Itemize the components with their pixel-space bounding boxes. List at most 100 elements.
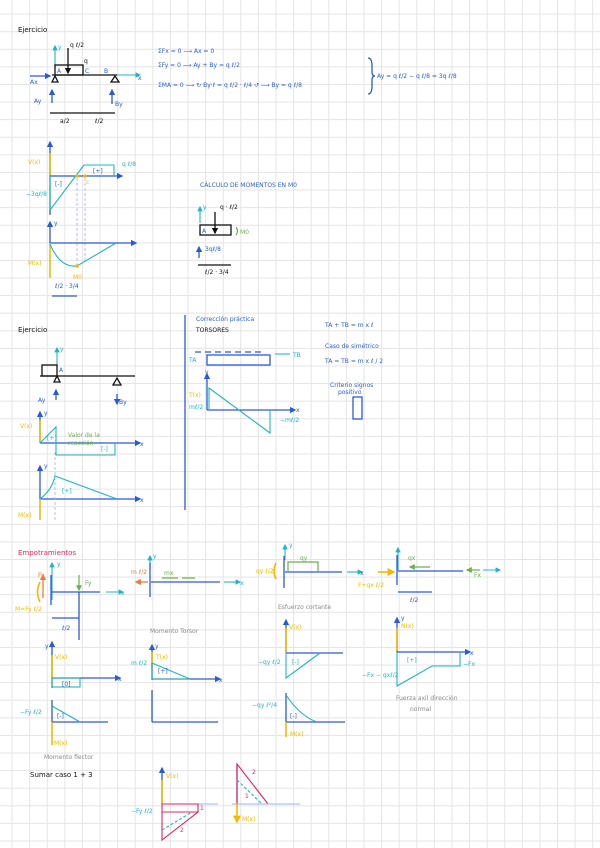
- pin-support-icon: [50, 74, 60, 83]
- beam-diagram: y q ℓ/2 q A C B x Ax Ay By a/2 ℓ/2: [30, 42, 142, 125]
- svg-text:x: x: [121, 590, 125, 597]
- svg-text:qy ℓ/2: qy ℓ/2: [256, 568, 274, 575]
- shear-diagram: V(x) −3qℓ/8 q ℓ/8 [-] [+] c: [26, 140, 136, 266]
- svg-text:m ℓ/2: m ℓ/2: [131, 569, 147, 576]
- svg-text:Fuerza axil dirección: Fuerza axil dirección: [396, 695, 458, 702]
- svg-text:y: y: [58, 44, 62, 51]
- svg-text:−Fx − qxℓ/2: −Fx − qxℓ/2: [362, 672, 399, 679]
- svg-text:−3qℓ/8: −3qℓ/8: [26, 191, 47, 198]
- svg-text:[-]: [-]: [55, 181, 62, 188]
- svg-text:q · ℓ/2: q · ℓ/2: [220, 204, 238, 211]
- svg-text:ΣFx = 0 ⟶ Ax = 0: ΣFx = 0 ⟶ Ax = 0: [158, 48, 214, 55]
- svg-text:[+]: [+]: [158, 668, 168, 675]
- exercise-2: Ejercicio y A Ay By y V(x) x [+] [-] Val…: [18, 326, 144, 520]
- svg-text:Momento flector: Momento flector: [44, 754, 94, 761]
- svg-text:Caso de simétrico: Caso de simétrico: [325, 343, 379, 350]
- svg-text:y: y: [205, 369, 209, 376]
- svg-text:a/2: a/2: [60, 118, 70, 125]
- svg-text:By: By: [119, 399, 127, 406]
- svg-text:1: 1: [245, 793, 249, 800]
- svg-text:y: y: [44, 410, 48, 417]
- svg-text:M(x): M(x): [242, 816, 255, 823]
- svg-text:[+]: [+]: [407, 657, 417, 664]
- svg-text:Fx: Fx: [474, 572, 481, 579]
- svg-text:−Fx: −Fx: [463, 661, 475, 668]
- svg-text:Valor de la: Valor de la: [68, 432, 100, 439]
- svg-text:V(x): V(x): [28, 159, 40, 166]
- svg-text:−qy ℓ/2: −qy ℓ/2: [258, 659, 281, 666]
- svg-text:y: y: [203, 204, 207, 211]
- svg-text:M0: M0: [73, 274, 82, 281]
- svg-text:CÁLCULO DE MOMENTOS EN M0: CÁLCULO DE MOMENTOS EN M0: [200, 182, 297, 189]
- svg-text:T(x): T(x): [188, 392, 201, 399]
- svg-text:Corrección práctica: Corrección práctica: [196, 316, 254, 323]
- equilibrium-equations: ΣFx = 0 ⟶ Ax = 0 ΣFy = 0 ⟶ Ay + By = q ℓ…: [158, 48, 457, 95]
- svg-text:y: y: [44, 463, 48, 470]
- svg-text:[-]: [-]: [292, 659, 299, 666]
- svg-text:V(x): V(x): [20, 423, 32, 430]
- svg-text:Ay: Ay: [34, 98, 42, 105]
- svg-text:−Fy ℓ/2: −Fy ℓ/2: [20, 709, 42, 716]
- roller-support-icon: [109, 74, 121, 83]
- svg-text:y: y: [401, 615, 405, 622]
- case-shear: y qy qy ℓ/2 x Esfuerzo cortante V(x) −qy…: [252, 542, 364, 738]
- svg-text:Momento Torsor: Momento Torsor: [150, 628, 199, 635]
- svg-text:C: C: [85, 68, 89, 75]
- svg-text:A: A: [202, 228, 207, 235]
- svg-text:ℓ/2: ℓ/2: [94, 118, 104, 125]
- svg-text:Criterio signos: Criterio signos: [330, 382, 373, 389]
- svg-text:A: A: [59, 367, 64, 374]
- svg-text:[-]: [-]: [101, 446, 108, 453]
- svg-text:qy: qy: [300, 555, 308, 562]
- moment-diagram: y M(x) M0 ℓ/2 · 3/4: [28, 220, 138, 297]
- svg-text:3qℓ/8: 3qℓ/8: [205, 246, 221, 253]
- svg-text:x: x: [140, 497, 144, 504]
- svg-text:qx: qx: [408, 555, 416, 562]
- svg-text:N(x): N(x): [401, 623, 414, 630]
- svg-text:mx: mx: [164, 570, 174, 577]
- svg-text:q ℓ/2: q ℓ/2: [70, 42, 84, 49]
- roller-support-icon: [111, 376, 123, 386]
- svg-text:c: c: [86, 179, 89, 186]
- svg-text:x: x: [118, 676, 122, 683]
- svg-text:TB: TB: [292, 352, 301, 359]
- svg-text:F+qx ℓ/2: F+qx ℓ/2: [358, 582, 384, 589]
- svg-text:Esfuerzo cortante: Esfuerzo cortante: [278, 604, 331, 611]
- svg-text:y: y: [57, 561, 61, 568]
- section-title: Ejercicio: [18, 26, 47, 34]
- svg-text:Empotramientos: Empotramientos: [18, 549, 76, 557]
- svg-text:normal: normal: [410, 706, 431, 713]
- svg-text:x: x: [360, 570, 364, 577]
- svg-text:x: x: [140, 441, 144, 448]
- svg-text:[+]: [+]: [93, 168, 103, 175]
- svg-text:1: 1: [200, 805, 204, 812]
- svg-text:TA = TB = m x ℓ / 2: TA = TB = m x ℓ / 2: [324, 358, 383, 365]
- svg-text:M(x): M(x): [18, 512, 31, 519]
- svg-text:y: y: [60, 346, 64, 353]
- svg-text:V(x): V(x): [166, 773, 178, 780]
- svg-text:x: x: [219, 677, 223, 684]
- svg-text:Fy: Fy: [38, 572, 45, 579]
- svg-text:y: y: [155, 643, 159, 650]
- shear-diagram: y V(x) x [+] [-] Valor de la reacción: [20, 410, 144, 456]
- case-flexion: y Fy Fy M=Fy ℓ/2 x ℓ/2 y V(x) x [0]: [15, 561, 125, 761]
- svg-text:−Fy ℓ/2: −Fy ℓ/2: [131, 808, 153, 815]
- svg-text:V(x): V(x): [55, 654, 67, 661]
- fixed-supports-section: Empotramientos y Fy Fy M=Fy ℓ/2 x ℓ/2 y …: [15, 542, 502, 761]
- torsion-section: Corrección práctica TORSORES TA TB y T(x…: [188, 316, 383, 435]
- svg-text:reacción: reacción: [68, 440, 94, 447]
- svg-text:y: y: [54, 220, 58, 227]
- svg-text:V(x): V(x): [289, 624, 301, 631]
- svg-text:Ejercicio: Ejercicio: [18, 326, 47, 334]
- svg-text:By: By: [115, 101, 123, 108]
- svg-text:M(x): M(x): [54, 740, 67, 747]
- svg-text:M0: M0: [240, 229, 249, 236]
- sum-section: Sumar caso 1 + 3 V(x) −Fy ℓ/2 1 2 2 1 M(…: [30, 762, 300, 842]
- svg-text:ΣMA = 0 ⟶ ↻ By·ℓ = q ℓ/2 · ℓ/4: ΣMA = 0 ⟶ ↻ By·ℓ = q ℓ/2 · ℓ/4 ↺ ⟶ By = …: [158, 82, 302, 89]
- svg-text:Ay: Ay: [38, 397, 46, 404]
- svg-text:m ℓ/2: m ℓ/2: [131, 660, 147, 667]
- sign-element: [352, 396, 363, 420]
- svg-text:[+]: [+]: [62, 488, 72, 495]
- svg-text:x: x: [470, 650, 474, 657]
